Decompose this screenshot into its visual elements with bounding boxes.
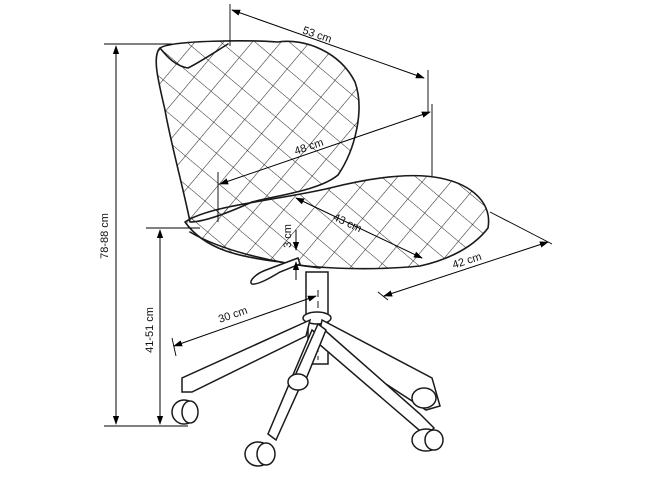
dim-seat-height: 41-51 cm xyxy=(144,227,200,425)
caster-front xyxy=(244,441,276,467)
dim-width-top-label: 53 cm xyxy=(301,25,333,46)
dim-seat-thickness: 3 cm xyxy=(282,224,300,280)
dim-total-height-label: 78-88 cm xyxy=(99,213,111,259)
gas-lift-lever xyxy=(250,257,301,285)
caster-right-front xyxy=(411,428,444,452)
caster-right-back xyxy=(411,387,437,409)
caster-left xyxy=(171,399,199,425)
dim-base-radius: 30 cm xyxy=(171,295,317,357)
dim-base-radius-label: 30 cm xyxy=(217,305,249,326)
dim-total-height: 78-88 cm xyxy=(99,43,188,427)
dim-seat-height-label: 41-51 cm xyxy=(144,307,156,353)
star-base xyxy=(171,318,444,467)
caster-back xyxy=(287,373,309,391)
dim-seat-thickness-label: 3 cm xyxy=(282,224,294,248)
